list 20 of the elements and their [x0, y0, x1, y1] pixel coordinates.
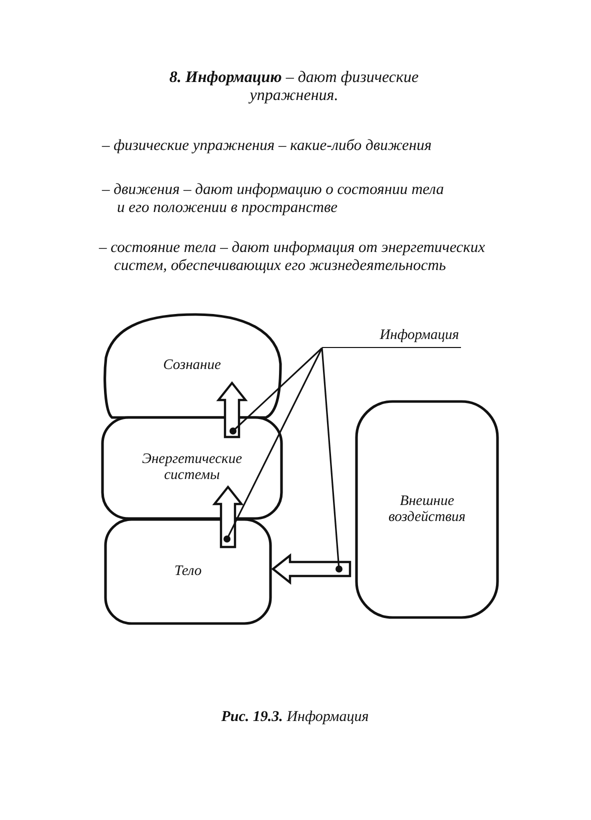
- callout-label: Информация: [322, 328, 461, 348]
- figure-caption: Рис. 19.3. Информация: [220, 708, 370, 726]
- block-arrow: [216, 381, 248, 438]
- leader-line: [321, 348, 342, 572]
- heading: 8. Информацию – дают физические упражнения.: [168, 69, 420, 105]
- note-text: – физические упражнения – какие-либо движения: [102, 137, 433, 155]
- leader-line: [224, 348, 323, 542]
- rounded-shape: [102, 313, 282, 419]
- rounded-shape: [104, 518, 272, 625]
- block-arrow: [271, 553, 352, 585]
- node-label: Энергетические системы: [140, 452, 244, 484]
- block-arrow: [212, 485, 244, 548]
- leader-line: [230, 347, 323, 434]
- node-label: Внешние воздействия: [387, 494, 467, 526]
- node-label: Сознание: [163, 358, 221, 374]
- rounded-shape: [101, 416, 283, 520]
- note-text: – состояние тела – дают информация от энергетических систем, обеспечивающих его жизнедеятельность: [99, 239, 486, 275]
- node-label: Тело: [174, 564, 202, 580]
- note-text: – движения – дают информацию о состоянии тела и его положении в пространстве: [102, 181, 445, 217]
- rounded-shape: [355, 400, 499, 619]
